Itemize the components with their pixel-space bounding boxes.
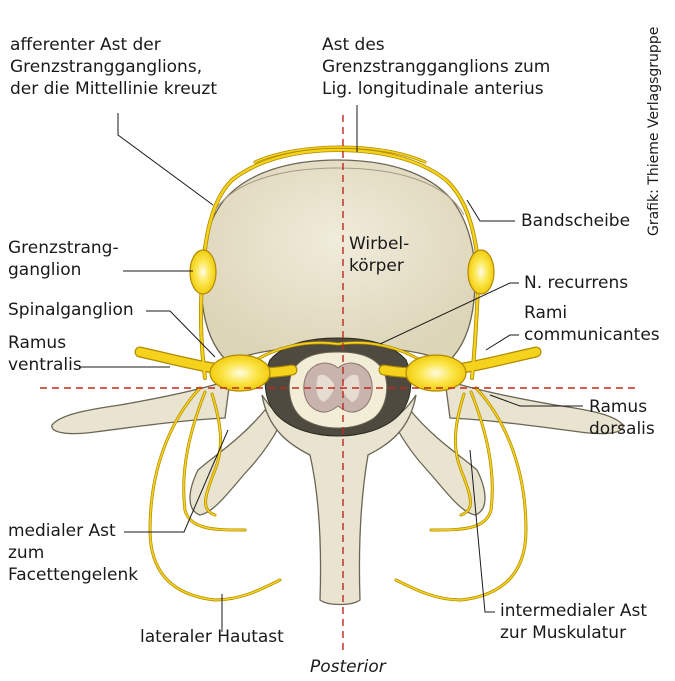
label-rami-line1: Rami (524, 302, 660, 324)
label-intermedialer-ast: intermedialer Ast zur Muskulatur (500, 600, 647, 644)
label-afferenter-ast: afferenter Ast der Grenzstrangganglions,… (10, 34, 217, 100)
label-grenzstrangganglion: Grenzstrang- ganglion (8, 237, 119, 281)
label-ventralis-line2: ventralis (8, 354, 82, 376)
label-ventralis-line1: Ramus (8, 332, 82, 354)
label-medialer-line2: zum (8, 542, 138, 564)
spinal-cord (304, 363, 372, 412)
right-sympathetic-ganglion (468, 250, 494, 294)
label-grenzstrang-line2: ganglion (8, 259, 119, 281)
label-wirbelkoerper: Wirbel- körper (349, 233, 409, 277)
label-wirbelkoerper-line1: Wirbel- (349, 233, 409, 255)
label-ast-des-line2: Grenzstrangganglions zum (322, 56, 550, 78)
right-spinal-ganglion (406, 355, 466, 391)
label-medialer-ast: medialer Ast zum Facettengelenk (8, 520, 138, 586)
label-medialer-line1: medialer Ast (8, 520, 138, 542)
label-grenzstrang-line1: Grenzstrang- (8, 237, 119, 259)
label-bandscheibe: Bandscheibe (521, 210, 630, 232)
label-n-recurrens: N. recurrens (524, 272, 628, 294)
label-lateraler-hautast: lateraler Hautast (140, 626, 284, 648)
label-ast-des: Ast des Grenzstrangganglions zum Lig. lo… (322, 34, 550, 100)
label-afferenter-line2: Grenzstrangganglions, (10, 56, 217, 78)
label-ramus-dorsalis: Ramus dorsalis (589, 396, 655, 440)
label-spinalganglion: Spinalganglion (8, 299, 134, 321)
spinal-canal (265, 338, 411, 436)
left-sympathetic-ganglion (190, 250, 216, 294)
label-wirbelkoerper-line2: körper (349, 255, 409, 277)
label-medialer-line3: Facettengelenk (8, 564, 138, 586)
label-rami-communicantes: Rami communicantes (524, 302, 660, 346)
label-ramus-ventralis: Ramus ventralis (8, 332, 82, 376)
label-dorsalis-line1: Ramus (589, 396, 655, 418)
label-rami-line2: communicantes (524, 324, 660, 346)
label-afferenter-line3: der die Mittellinie kreuzt (10, 78, 217, 100)
label-intermedialer-line1: intermedialer Ast (500, 600, 647, 622)
label-ast-des-line3: Lig. longitudinale anterius (322, 78, 550, 100)
label-ast-des-line1: Ast des (322, 34, 550, 56)
label-posterior: Posterior (310, 656, 386, 678)
left-articular-process (190, 410, 280, 515)
label-dorsalis-line2: dorsalis (589, 418, 655, 440)
vertebral-body (201, 160, 475, 362)
left-spinal-ganglion (210, 355, 270, 391)
credit-text: Grafik: Thieme Verlagsgruppe (646, 27, 662, 236)
label-intermedialer-line2: zur Muskulatur (500, 622, 647, 644)
label-afferenter-line1: afferenter Ast der (10, 34, 217, 56)
